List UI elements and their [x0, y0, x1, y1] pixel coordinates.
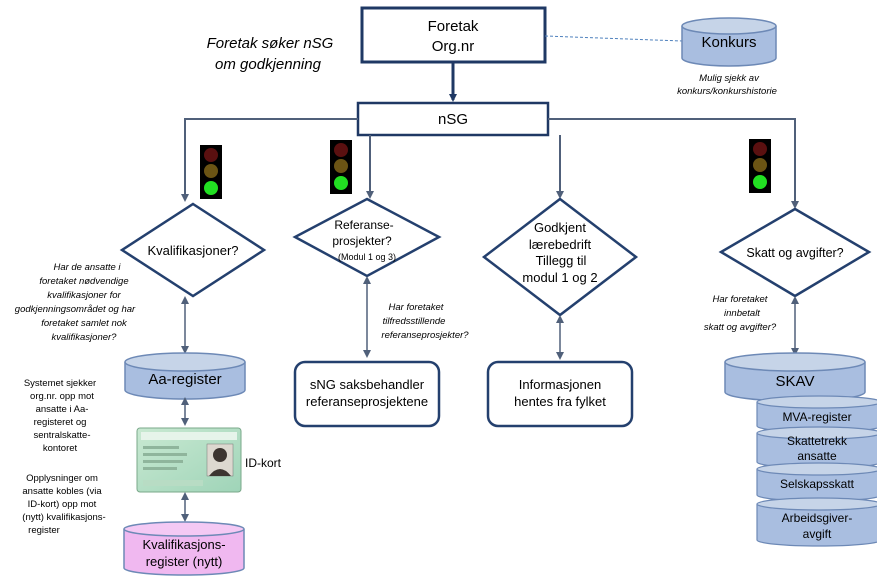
laerebedrift-line3: Tillegg til — [536, 253, 587, 268]
fylket-line2: hentes fra fylket — [514, 394, 606, 409]
laerebedrift-line2: lærebedrift — [529, 237, 592, 252]
referanse-question: Har foretaket tilfredsstillende referans… — [381, 302, 469, 341]
kvalifikasjoner-diamond: Kvalifikasjoner? — [119, 202, 267, 298]
skav-label: SKAV — [776, 373, 815, 390]
aa-register-label: Aa-register — [148, 371, 221, 388]
kvalifikasjoner-label: Kvalifikasjoner? — [147, 243, 238, 258]
saksbehandler-line1: sNG saksbehandler — [310, 377, 425, 392]
svg-text:foretaket nødvendige: foretaket nødvendige — [39, 276, 128, 287]
skatt-question: Har foretaket innbetalt skatt og avgifte… — [704, 294, 777, 333]
foretak-box: Foretak Org.nr — [360, 6, 547, 64]
svg-text:kontoret: kontoret — [43, 443, 78, 454]
svg-text:Har foretaket: Har foretaket — [389, 302, 444, 313]
id-card-label: ID-kort — [245, 456, 282, 470]
traffic-light-icon — [749, 139, 771, 193]
arbeidsgiveravgift-label-line1: Arbeidsgiver- — [782, 511, 853, 525]
fylket-line1: Informasjonen — [519, 377, 601, 392]
branch-connectors — [181, 118, 799, 209]
laerebedrift-line4: modul 1 og 2 — [522, 270, 597, 285]
saksbehandler-line2: referanseprosjektene — [306, 394, 428, 409]
nsg-box: nSG — [356, 101, 550, 137]
konkurs-cylinder: Konkurs — [681, 17, 777, 67]
svg-text:godkjenningsområdet og har: godkjenningsområdet og har — [15, 304, 136, 315]
id-card-icon — [136, 427, 242, 493]
org-nr-label: Org.nr — [432, 38, 475, 55]
svg-text:org.nr. opp mot: org.nr. opp mot — [30, 391, 94, 402]
svg-text:kvalifikasjoner for: kvalifikasjoner for — [47, 290, 121, 301]
svg-text:Systemet sjekker: Systemet sjekker — [24, 378, 96, 389]
selskapsskatt-cylinder: Selskapsskatt — [756, 462, 877, 502]
svg-text:foretaket samlet nok: foretaket samlet nok — [41, 318, 128, 329]
mva-register-label: MVA-register — [782, 410, 851, 424]
kvalifikasjons-register-cylinder: Kvalifikasjons- register (nytt) — [123, 521, 245, 576]
traffic-light-icon — [200, 145, 222, 199]
svg-text:register: register — [28, 525, 60, 536]
svg-text:kvalifikasjoner?: kvalifikasjoner? — [52, 332, 118, 343]
nsg-label: nSG — [438, 111, 468, 128]
arbeidsgiveravgift-label-line2: avgift — [803, 527, 832, 541]
svg-text:registeret og: registeret og — [34, 417, 87, 428]
svg-text:skatt og avgifter?: skatt og avgifter? — [704, 322, 777, 333]
referanse-diamond: Referanse- prosjekter? (Modul 1 og 3) — [292, 197, 442, 278]
saksbehandler-box: sNG saksbehandler referanseprosjektene — [293, 360, 441, 428]
traffic-light-icon — [330, 140, 352, 194]
skattetrekk-cylinder: Skattetrekk ansatte — [756, 426, 877, 469]
svg-text:(nytt) kvalifikasjons-: (nytt) kvalifikasjons- — [22, 512, 105, 523]
svg-text:Har de ansatte i: Har de ansatte i — [53, 262, 121, 273]
referanse-label-line1: Referanse- — [334, 218, 393, 232]
konkurs-dashed-link — [544, 35, 683, 42]
svg-text:tilfredsstillende: tilfredsstillende — [383, 316, 446, 327]
konkurs-note-line1: Mulig sjekk av — [699, 73, 760, 84]
laerebedrift-line1: Godkjent — [534, 220, 586, 235]
selskapsskatt-label: Selskapsskatt — [780, 477, 855, 491]
arbeidsgiveravgift-cylinder: Arbeidsgiver- avgift — [756, 497, 877, 547]
svg-text:sentralskatte-: sentralskatte- — [33, 430, 90, 441]
referanse-label-line3: (Modul 1 og 3) — [338, 252, 396, 262]
foretak-label: Foretak — [428, 18, 479, 35]
fylket-box: Informasjonen hentes fra fylket — [486, 360, 634, 428]
request-text-line1: Foretak søker nSG — [207, 35, 334, 52]
skattetrekk-label-line1: Skattetrekk — [787, 434, 848, 448]
request-text-line2: om godkjenning — [215, 56, 322, 73]
kval-register-line2: register (nytt) — [146, 554, 223, 569]
konkurs-note-line2: konkurs/konkurshistorie — [677, 86, 777, 97]
skatt-diamond: Skatt og avgifter? — [718, 207, 872, 298]
skattetrekk-label-line2: ansatte — [797, 449, 837, 463]
kvalifikasjoner-question: Har de ansatte i foretaket nødvendige kv… — [15, 262, 136, 343]
kval-register-line1: Kvalifikasjons- — [142, 537, 225, 552]
referanse-label-line2: prosjekter? — [332, 234, 392, 248]
svg-text:Opplysninger om: Opplysninger om — [26, 473, 98, 484]
svg-text:ansatte kobles (via: ansatte kobles (via — [22, 486, 102, 497]
svg-text:ansatte i Aa-: ansatte i Aa- — [36, 404, 89, 415]
svg-text:ID-kort) opp mot: ID-kort) opp mot — [28, 499, 97, 510]
svg-text:innbetalt: innbetalt — [724, 308, 760, 319]
laerebedrift-diamond: Godkjent lærebedrift Tillegg til modul 1… — [481, 197, 639, 317]
aa-register-cylinder: Aa-register — [124, 352, 246, 400]
info-note: Opplysninger om ansatte kobles (via ID-k… — [22, 473, 105, 536]
skav-cylinder: SKAV — [724, 352, 866, 402]
skatt-label: Skatt og avgifter? — [746, 246, 843, 260]
system-note: Systemet sjekker org.nr. opp mot ansatte… — [24, 378, 96, 454]
konkurs-label: Konkurs — [701, 34, 756, 51]
svg-text:Har foretaket: Har foretaket — [713, 294, 768, 305]
svg-text:referanseprosjekter?: referanseprosjekter? — [381, 330, 469, 341]
